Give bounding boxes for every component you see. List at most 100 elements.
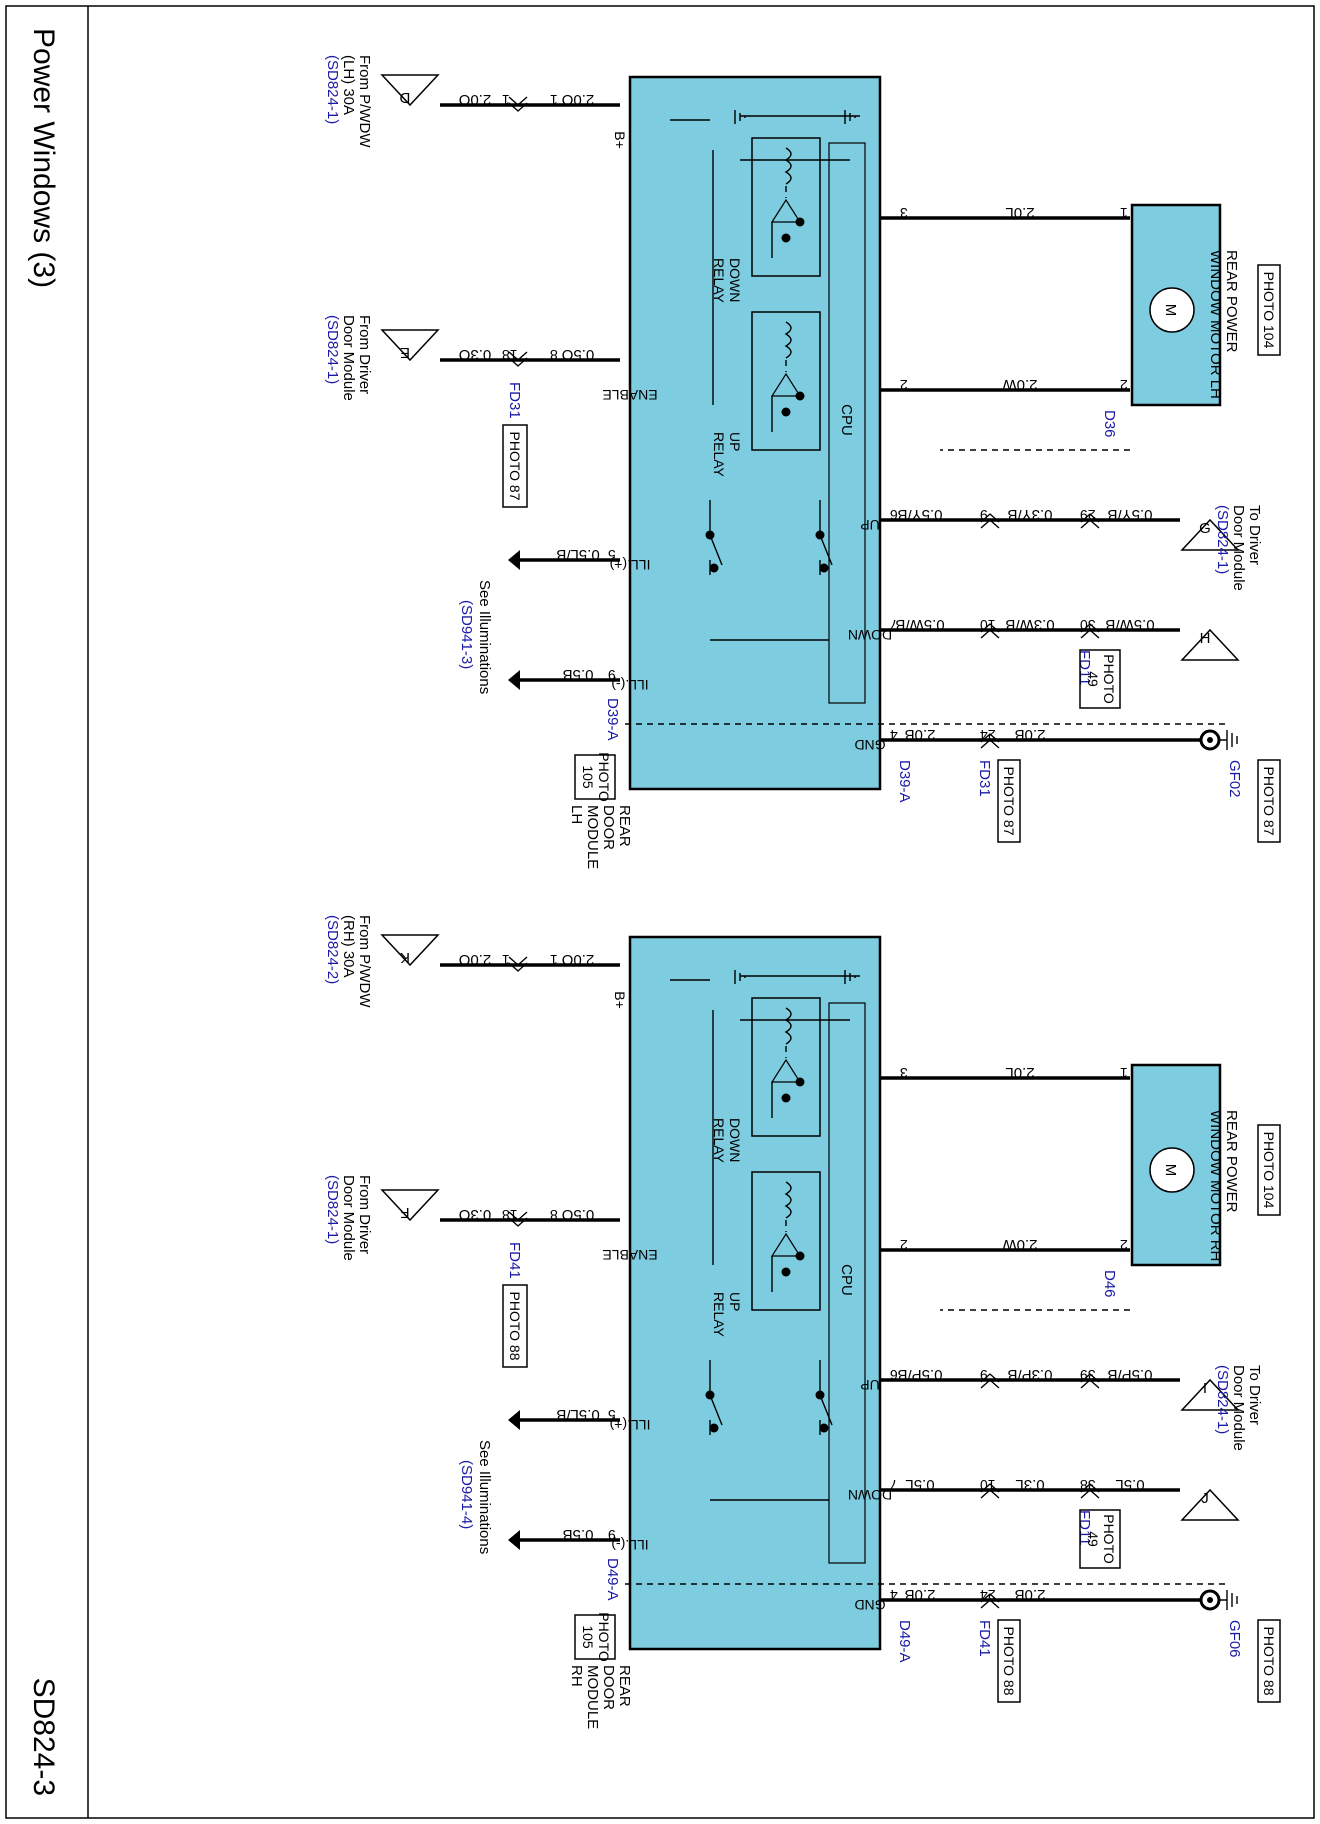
source-ref: (SD824-1) [324, 55, 341, 124]
down-relay-label-1: RELAY [711, 1118, 727, 1164]
driver-tri-up [1180, 1378, 1240, 1411]
illm-arrow [508, 670, 520, 690]
pin-en-mod: 8 [550, 1207, 558, 1223]
source-ref: (SD824-2) [324, 915, 341, 984]
ground-point-center [1207, 1597, 1213, 1603]
switch-dot-b0 [819, 563, 829, 573]
chev-enable [508, 1211, 528, 1227]
rear-door-module [628, 75, 882, 791]
driver-tri-up-letter: G [1199, 520, 1211, 537]
section-0: CPUB+ENABLEILL.(+)ILL.(-)UPDOWNGNDDOWNRE… [324, 55, 1281, 869]
driver-tri-dn [1180, 628, 1240, 661]
down-relay-switch [770, 1058, 802, 1083]
wire-en-mod: 0.5O [562, 1206, 595, 1223]
chev-up-1 [980, 1373, 1000, 1389]
driver-tri-up [1180, 518, 1240, 551]
up-relay-label-0: UP [727, 1292, 743, 1311]
switch-dot-a0 [815, 1390, 825, 1400]
motor-symbol [1149, 287, 1195, 333]
fd-en-photo: PHOTO 88 [507, 1292, 523, 1361]
source-tri-letter: K [400, 949, 410, 966]
chev-dn-1 [980, 623, 1000, 639]
wire-bplus-mod: 2.0O [562, 91, 595, 108]
enable-ref: (SD824-1) [324, 1175, 341, 1244]
wire-illm-label: 0.5B [563, 666, 594, 683]
pin-up-fd31: 9 [980, 1367, 988, 1383]
chev-up-1 [980, 513, 1000, 529]
enable-text-1: Door Module [340, 315, 357, 401]
pin-up-fd11: 29 [1080, 507, 1096, 523]
gf-photo-box [1257, 759, 1281, 843]
conn-fd-mid: FD41 [976, 1620, 993, 1657]
pin-bplus-mod: 1 [550, 952, 558, 968]
pin-bplus-in: 1 [502, 952, 510, 968]
pin-m-mod1: 3 [900, 1065, 908, 1081]
wire-m1: 2.0L [1005, 204, 1034, 221]
page-title: Power Windows (3) [27, 28, 60, 288]
source-tri [380, 934, 440, 967]
wire-up1: 0.5P/B [897, 1366, 942, 1383]
gf-photo-box [1257, 1619, 1281, 1703]
down-relay-box [751, 997, 821, 1137]
switch-dot-b0 [819, 1423, 829, 1433]
fd11-photo-1: 49 [1085, 1531, 1101, 1547]
illp-arrow [508, 550, 520, 570]
wire-up1: 0.5Y/B [897, 506, 942, 523]
pin-enable: ENABLE [602, 387, 657, 403]
enable-tri-letter: E [400, 344, 410, 361]
wire-up3: 0.5P/B [1107, 1366, 1152, 1383]
ground-symbol [1219, 730, 1238, 750]
wire-up2: 0.3P/B [1007, 1366, 1052, 1383]
fd-en-photo: PHOTO 87 [507, 432, 523, 501]
pin-up: UP [860, 1377, 879, 1393]
driver-text-1: Door Module [1230, 1365, 1247, 1451]
down-relay-box [751, 137, 821, 277]
ground-symbol-2 [844, 110, 856, 124]
cpu-block [828, 1002, 866, 1564]
pin-bplus: B+ [612, 991, 628, 1009]
switch-dot-a1 [705, 1390, 715, 1400]
fd-mid-photo: PHOTO 88 [1001, 1627, 1017, 1696]
chev-gnd [980, 1593, 1000, 1609]
pin-illm-num: 9 [608, 1527, 616, 1543]
pin-up-mod: 6 [890, 1367, 898, 1383]
fd-en-photo-box [502, 1284, 528, 1368]
fd11-photo-0: PHOTO [1101, 654, 1117, 704]
module-name-2: MODULE [584, 1665, 601, 1729]
driver-text-1: Door Module [1230, 505, 1247, 591]
pin-illm-num: 9 [608, 667, 616, 683]
module-photo-0: PHOTO [596, 1612, 612, 1662]
pin-en-mod: 8 [550, 347, 558, 363]
pin-bplus-in: 1 [502, 92, 510, 108]
pin-enable: ENABLE [602, 1247, 657, 1263]
wire-en-in: 0.3O [459, 1206, 492, 1223]
wire-m2: 2.0W [1002, 1236, 1038, 1253]
motor-symbol-text: M [1162, 1164, 1179, 1177]
illm-arrow [508, 1530, 520, 1550]
fd-mid-photo: PHOTO 87 [1001, 767, 1017, 836]
wire-m2: 2.0W [1002, 376, 1038, 393]
pin-en-in: 18 [502, 347, 518, 363]
up-relay-box [751, 1171, 821, 1311]
driver-tri-dn-letter: H [1200, 630, 1211, 647]
wire-m1: 2.0L [1005, 1064, 1034, 1081]
module-photo-box [574, 1614, 616, 1660]
driver-text-0: To Driver [1246, 505, 1263, 565]
illp-arrow [508, 1410, 520, 1430]
pin-gnd-mod: 4 [890, 727, 898, 743]
wire-dn1: 0.5L [905, 1476, 934, 1493]
wire-gnd1: 2.0B [905, 1586, 936, 1603]
ground-symbol-1 [734, 110, 746, 124]
driver-tri-dn [1180, 1488, 1240, 1521]
wire-dn2: 0.3W/B [1005, 616, 1054, 633]
module-photo-box [574, 754, 616, 800]
motor-photo: PHOTO 104 [1261, 272, 1277, 349]
fd-mid-photo-box [997, 1619, 1021, 1703]
down-relay-coil [784, 1007, 792, 1045]
wire-en-in: 0.3O [459, 346, 492, 363]
enable-text-0: From Driver [356, 1175, 373, 1254]
chev-dn-1 [980, 1483, 1000, 1499]
module-name-3: RH [568, 1665, 585, 1687]
